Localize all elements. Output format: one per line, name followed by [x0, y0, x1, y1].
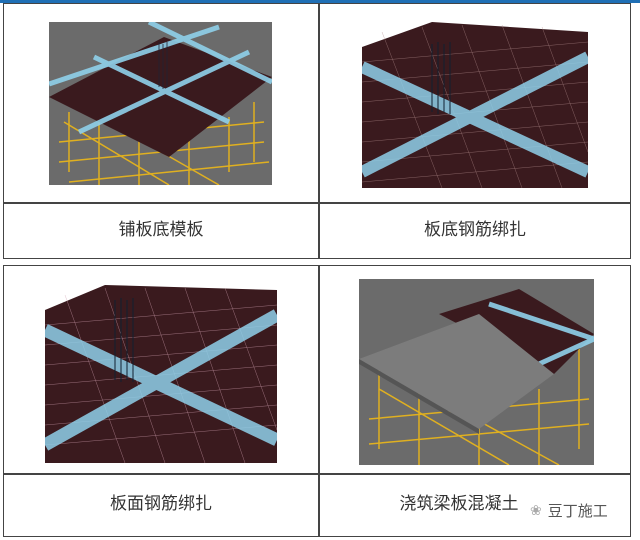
watermark: ❀ 豆丁施工: [530, 500, 608, 521]
process-table-top: 铺板底模板 板底钢筋绑扎: [3, 3, 631, 259]
panel-caption: 板底钢筋绑扎: [424, 220, 526, 240]
column-divider: [318, 266, 320, 536]
formwork-scene-image: [49, 22, 272, 185]
concrete-pour-scene-image: [359, 279, 594, 465]
top-accent-bar: [0, 0, 640, 3]
panel-caption: 板面钢筋绑扎: [110, 494, 212, 514]
panel-caption: 铺板底模板: [118, 220, 204, 240]
row-divider: [4, 473, 630, 475]
top-rebar-scene-image: [45, 280, 277, 463]
column-divider: [318, 4, 320, 258]
wechat-icon: ❀: [530, 502, 542, 519]
panel-caption: 浇筑梁板混凝土: [399, 494, 519, 514]
bottom-rebar-scene-image: [362, 22, 588, 188]
watermark-text: 豆丁施工: [547, 502, 608, 520]
process-table-bottom: 板面钢筋绑扎 浇筑梁板混凝土: [3, 265, 631, 537]
row-divider: [4, 202, 630, 204]
